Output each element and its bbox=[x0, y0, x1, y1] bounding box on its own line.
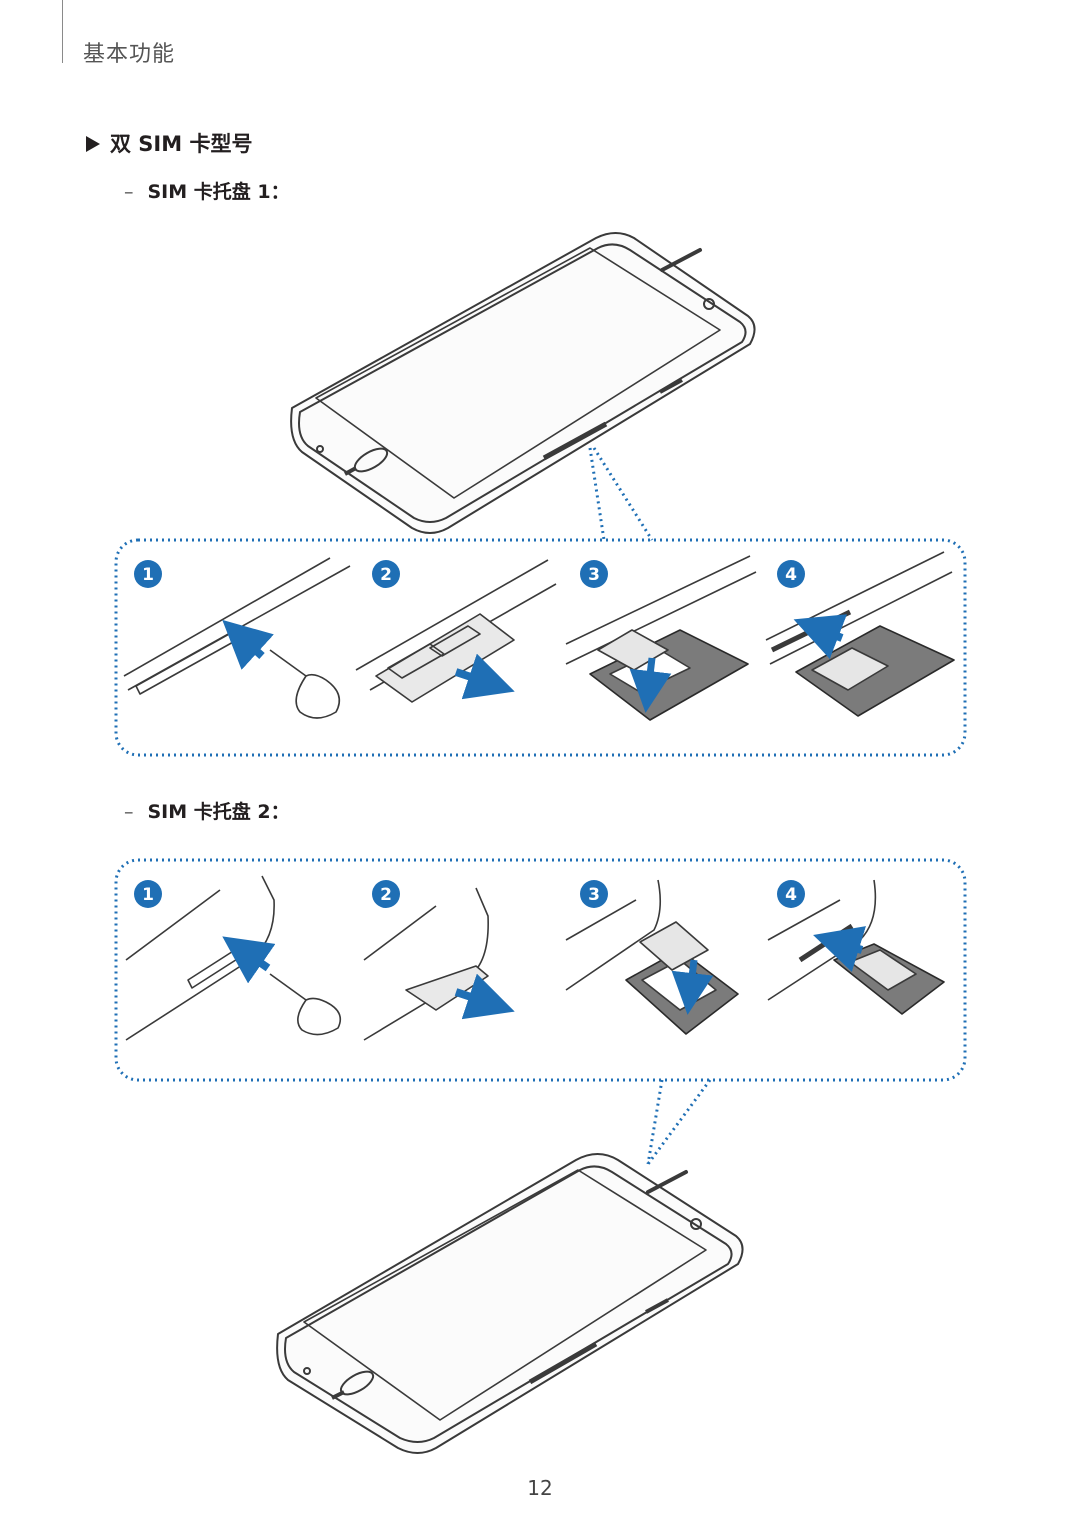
svg-text:2: 2 bbox=[380, 885, 392, 905]
tray1-title: SIM 卡托盘 1： bbox=[147, 181, 290, 203]
tray1-step1-badge: 1 bbox=[134, 560, 162, 588]
tray1-step2-badge: 2 bbox=[372, 560, 400, 588]
tray1-heading: –SIM 卡托盘 1： bbox=[124, 177, 290, 204]
tray2-step3-insert-sim-illustration bbox=[565, 879, 739, 1035]
tray2-step1-badge: 1 bbox=[134, 880, 162, 908]
tray1-step-badges: 1 2 3 4 bbox=[134, 560, 805, 588]
section-title: 双 SIM 卡型号 bbox=[110, 132, 253, 156]
tray1-step4-push-tray-illustration bbox=[765, 551, 955, 717]
dash-bullet: – bbox=[124, 181, 134, 203]
triangle-bullet-icon bbox=[86, 136, 100, 152]
page-number: 12 bbox=[527, 1476, 553, 1500]
tray2-step4-badge: 4 bbox=[777, 880, 805, 908]
phone-top-illustration bbox=[290, 232, 756, 534]
callout-connector-bottom bbox=[646, 1079, 712, 1165]
svg-text:1: 1 bbox=[142, 565, 154, 585]
tray2-step-badges: 1 2 3 4 bbox=[134, 880, 805, 908]
callout-connector-top bbox=[588, 447, 654, 541]
section-heading: 双 SIM 卡型号 bbox=[86, 128, 252, 158]
sidebar-rule bbox=[62, 0, 63, 63]
tray2-step2-badge: 2 bbox=[372, 880, 400, 908]
tray1-step4-badge: 4 bbox=[777, 560, 805, 588]
tray1-step2-tray-out-illustration bbox=[355, 559, 557, 703]
tray2-step3-badge: 3 bbox=[580, 880, 608, 908]
tray2-step1-eject-pin-illustration bbox=[125, 875, 342, 1041]
svg-text:2: 2 bbox=[380, 565, 392, 585]
tray1-callout-box bbox=[114, 538, 967, 757]
svg-text:3: 3 bbox=[588, 565, 600, 585]
phone-bottom-illustration bbox=[276, 1153, 744, 1454]
svg-text:4: 4 bbox=[785, 565, 797, 585]
tray2-title: SIM 卡托盘 2： bbox=[147, 801, 290, 823]
tray2-callout-box bbox=[114, 858, 967, 1082]
tray1-step3-badge: 3 bbox=[580, 560, 608, 588]
tray2-step2-tray-out-illustration bbox=[363, 887, 515, 1041]
tray1-step1-eject-pin-illustration bbox=[123, 557, 351, 719]
tray1-step3-insert-sim-illustration bbox=[565, 555, 757, 721]
tray2-step4-push-tray-illustration bbox=[767, 879, 945, 1015]
svg-text:4: 4 bbox=[785, 885, 797, 905]
chapter-title: 基本功能 bbox=[83, 42, 176, 67]
svg-text:1: 1 bbox=[142, 885, 154, 905]
tray2-heading: –SIM 卡托盘 2： bbox=[124, 797, 290, 824]
dash-bullet: – bbox=[124, 801, 134, 823]
svg-text:3: 3 bbox=[588, 885, 600, 905]
